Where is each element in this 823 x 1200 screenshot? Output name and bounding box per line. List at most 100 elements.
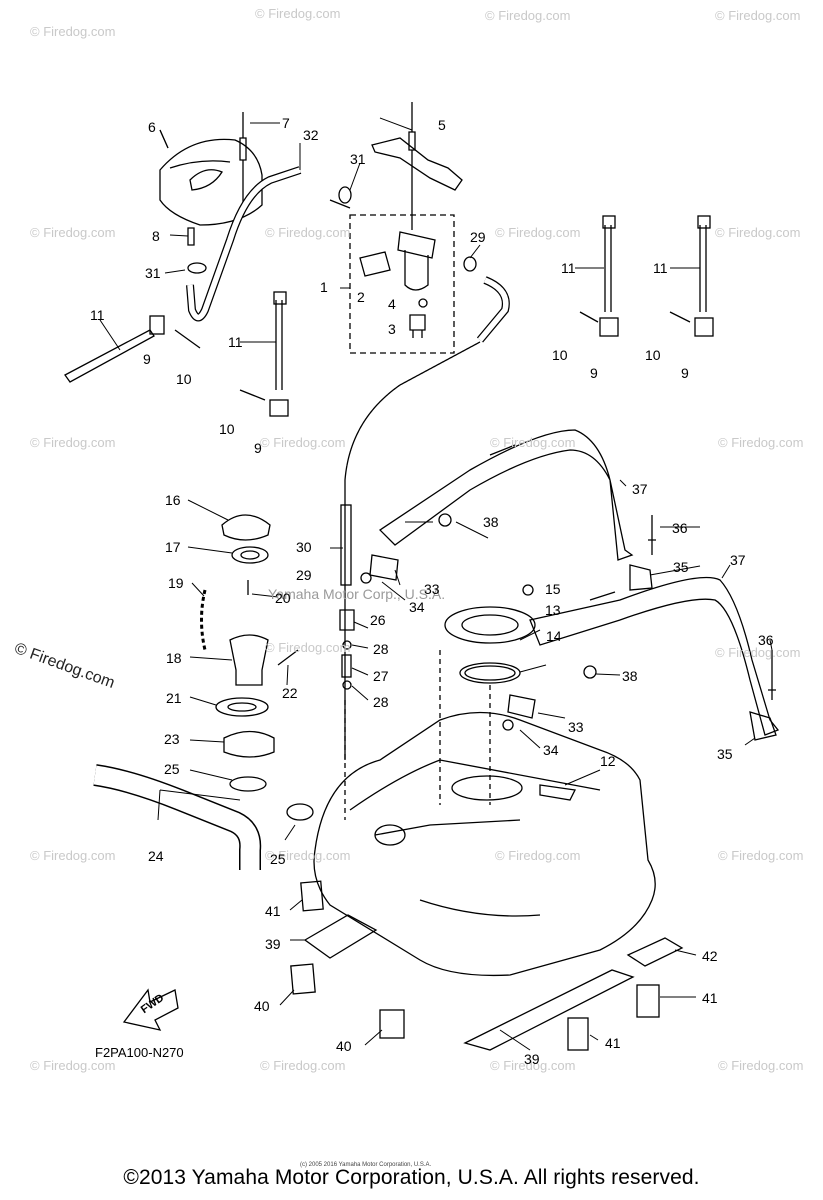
watermark: © Firedog.com xyxy=(260,435,346,450)
callout-41: 41 xyxy=(265,903,281,919)
callout-32: 32 xyxy=(303,127,319,143)
callout-30: 30 xyxy=(296,539,312,555)
callout-9b: 9 xyxy=(254,440,262,456)
callout-24: 24 xyxy=(148,848,164,864)
callout-20: 20 xyxy=(275,590,291,606)
callout-41b: 41 xyxy=(702,990,718,1006)
callout-29b: 29 xyxy=(296,567,312,583)
middle-watermark: Yamaha Motor Corp., U.S.A. xyxy=(268,586,446,602)
watermark: © Firedog.com xyxy=(30,24,116,39)
part-8 xyxy=(187,227,195,246)
callout-42: 42 xyxy=(702,948,718,964)
callout-39: 39 xyxy=(265,936,281,952)
callout-33b: 33 xyxy=(568,719,584,735)
watermark: © Firedog.com xyxy=(715,225,801,240)
callout-27: 27 xyxy=(373,668,389,684)
part-1-filter-assembly xyxy=(329,199,455,354)
filler-neck-parts xyxy=(200,514,299,792)
callout-3: 3 xyxy=(388,321,396,337)
watermark: © Firedog.com xyxy=(495,225,581,240)
part-6-cover xyxy=(159,138,263,226)
callout-34b: 34 xyxy=(543,742,559,758)
callout-6: 6 xyxy=(148,119,156,135)
callout-4: 4 xyxy=(388,296,396,312)
callout-31b: 31 xyxy=(350,151,366,167)
callout-16: 16 xyxy=(165,492,181,508)
callout-18: 18 xyxy=(166,650,182,666)
callout-26: 26 xyxy=(370,612,386,628)
part-11-cable-ties xyxy=(64,215,714,417)
watermark: © Firedog.com xyxy=(485,8,571,23)
callout-10b: 10 xyxy=(219,421,235,437)
callout-34: 34 xyxy=(409,599,425,615)
callout-9d: 9 xyxy=(681,365,689,381)
part-13-plate xyxy=(444,606,536,644)
callout-5: 5 xyxy=(438,117,446,133)
part-12-fuel-tank xyxy=(313,711,656,977)
watermark: © Firedog.com xyxy=(715,8,801,23)
copyright-footer: ©2013 Yamaha Motor Corporation, U.S.A. A… xyxy=(123,1166,700,1189)
callout-17: 17 xyxy=(165,539,181,555)
watermark: © Firedog.com xyxy=(718,848,804,863)
callout-11: 11 xyxy=(90,307,105,323)
watermark: © Firedog.com xyxy=(715,645,801,660)
callout-36: 36 xyxy=(672,520,688,536)
callout-22: 22 xyxy=(282,685,298,701)
callout-11c: 11 xyxy=(561,260,576,276)
diagram-code: F2PA100-N270 xyxy=(95,1045,184,1060)
callout-13: 13 xyxy=(545,602,561,618)
watermark: © Firedog.com xyxy=(265,640,351,655)
callout-11b: 11 xyxy=(228,334,243,350)
callout-10c: 10 xyxy=(552,347,568,363)
callout-39b: 39 xyxy=(524,1051,540,1067)
callout-29: 29 xyxy=(470,229,486,245)
watermark: © Firedog.com xyxy=(255,6,341,21)
callout-8: 8 xyxy=(152,228,160,244)
callout-25: 25 xyxy=(164,761,180,777)
watermark: © Firedog.com xyxy=(265,225,351,240)
callout-35: 35 xyxy=(673,559,689,575)
callout-12: 12 xyxy=(600,753,616,769)
callout-28: 28 xyxy=(373,641,389,657)
callout-35b: 35 xyxy=(717,746,733,762)
callout-33: 33 xyxy=(424,581,440,597)
fwd-arrow xyxy=(122,988,179,1031)
watermark: © Firedog.com xyxy=(718,435,804,450)
callout-19: 19 xyxy=(168,575,184,591)
watermark: © Firedog.com xyxy=(495,848,581,863)
callout-23: 23 xyxy=(164,731,180,747)
callout-14: 14 xyxy=(546,628,562,644)
callout-37: 37 xyxy=(632,481,648,497)
watermark: © Firedog.com xyxy=(30,848,116,863)
callout-40: 40 xyxy=(254,998,270,1014)
callout-41c: 41 xyxy=(605,1035,621,1051)
callout-1: 1 xyxy=(320,279,328,295)
callout-28b: 28 xyxy=(373,694,389,710)
callout-31: 31 xyxy=(145,265,161,281)
watermark: © Firedog.com xyxy=(490,435,576,450)
callout-40b: 40 xyxy=(336,1038,352,1054)
callout-15: 15 xyxy=(545,581,561,597)
callout-10d: 10 xyxy=(645,347,661,363)
callout-37b: 37 xyxy=(730,552,746,568)
callout-38: 38 xyxy=(483,514,499,530)
part-30-hose xyxy=(344,341,481,760)
callout-9c: 9 xyxy=(590,365,598,381)
watermark: © Firedog.com xyxy=(30,1058,116,1073)
watermark: © Firedog.com xyxy=(490,1058,576,1073)
bracket xyxy=(371,137,463,191)
callout-2: 2 xyxy=(357,289,365,305)
watermark: © Firedog.com xyxy=(260,1058,346,1073)
part-37-straps xyxy=(378,429,780,736)
callout-38b: 38 xyxy=(622,668,638,684)
callout-21: 21 xyxy=(166,690,182,706)
watermark: © Firedog.com xyxy=(30,435,116,450)
watermark: © Firedog.com xyxy=(718,1058,804,1073)
part-31-clamp xyxy=(187,262,207,274)
watermark: © Firedog.com xyxy=(30,225,116,240)
callout-25b: 25 xyxy=(270,851,286,867)
callout-36b: 36 xyxy=(758,632,774,648)
watermark: © Firedog.com xyxy=(265,848,351,863)
callout-10: 10 xyxy=(176,371,192,387)
